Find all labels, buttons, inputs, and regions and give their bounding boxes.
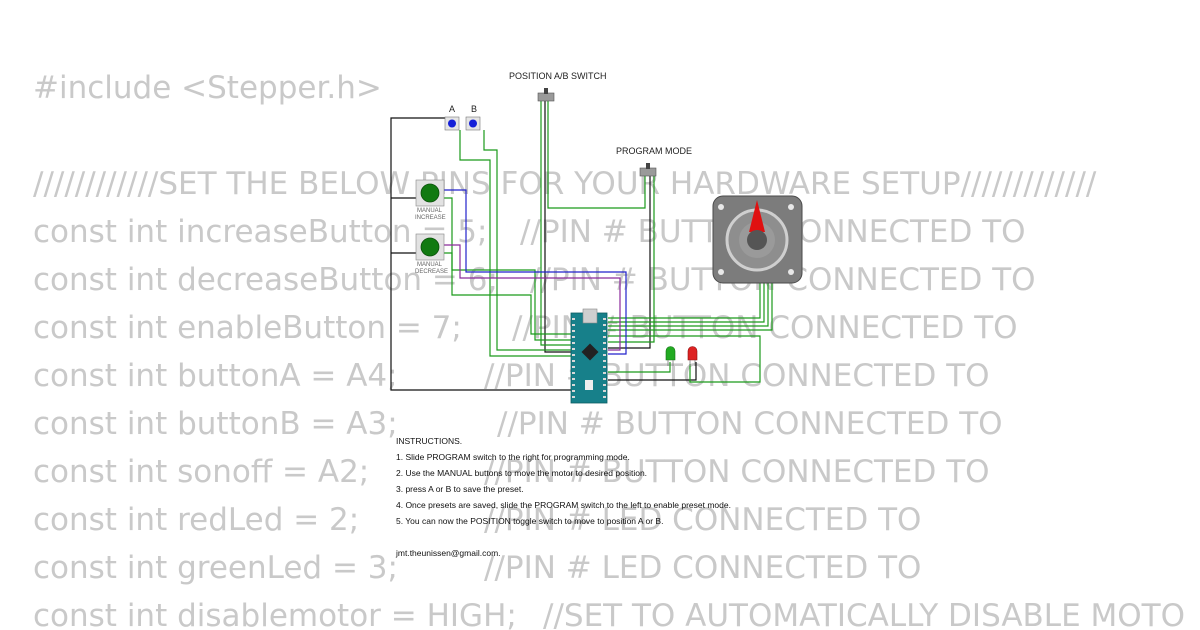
green-wire (608, 282, 765, 323)
code-line-decl: const int buttonA = A4; (33, 358, 398, 394)
code-line-decl: const int buttonB = A3; (33, 406, 398, 442)
green-led (665, 346, 676, 366)
code-line-decl: const int redLed = 2; (33, 502, 360, 538)
code-line-comment: //PIN # BUTTON CONNECTED TO (512, 310, 1018, 346)
green-wire (483, 130, 580, 351)
code-line-decl: const int greenLed = 3; (33, 550, 398, 586)
green-wire (540, 100, 580, 346)
manual-increase-label-2: INCREASE (415, 215, 446, 221)
green-wire (608, 282, 773, 331)
instruction-step: 4. Once presets are saved, slide the PRO… (396, 500, 731, 510)
program-mode-switch[interactable] (639, 163, 657, 177)
code-include-line: #include <Stepper.h> (33, 70, 382, 106)
button-a-label: A (449, 104, 455, 114)
black-wire (544, 100, 580, 353)
arduino-nano-board (570, 308, 608, 404)
manual-decrease-label-2: DECREASE (415, 269, 448, 275)
blue-wire (444, 189, 627, 355)
green-wire (459, 130, 580, 357)
contact-email: jmt.theunissen@gmail.com. (396, 548, 501, 558)
instructions-block: INSTRUCTIONS. 1. Slide PROGRAM switch to… (396, 436, 731, 558)
instruction-step: 2. Use the MANUAL buttons to move the mo… (396, 468, 648, 478)
code-line-comment: //PIN # LED CONNECTED TO (484, 502, 922, 538)
program-mode-label: PROGRAM MODE (616, 146, 692, 156)
wires (390, 100, 773, 391)
code-line-decl: const int enableButton = 7; (33, 310, 462, 346)
position-switch[interactable] (537, 88, 555, 102)
instruction-step: 5. You can now the POSITION toggle switc… (396, 516, 664, 526)
stepper-motor (712, 195, 803, 284)
code-line-comment: //PIN # BUTTON CONNECTED TO (484, 454, 990, 490)
red-led (687, 346, 698, 366)
manual-increase-button[interactable] (415, 179, 445, 207)
green-wire (608, 282, 769, 327)
black-wire-ground-rail (390, 117, 585, 391)
code-line-comment: //SET TO AUTOMATICALLY DISABLE MOTO (543, 598, 1185, 630)
green-wire (444, 197, 580, 341)
button-a[interactable] (444, 116, 460, 131)
code-line-decl: const int decreaseButton = 6; (33, 262, 498, 298)
code-banner-line: ////////////SET THE BELOW PINS FOR YOUR … (33, 166, 1097, 202)
instruction-step: 1. Slide PROGRAM switch to the right for… (396, 452, 630, 462)
code-line-comment: //PIN # BUTTON CONNECTED TO (497, 406, 1003, 442)
manual-decrease-button[interactable] (415, 233, 445, 261)
green-wire (608, 362, 671, 373)
code-line-decl: const int sonoff = A2; (33, 454, 370, 490)
green-wire (608, 335, 761, 383)
motor-pointer (749, 200, 765, 232)
manual-increase-label: MANUAL (417, 208, 443, 214)
purple-wire (444, 244, 621, 351)
button-b[interactable] (465, 116, 481, 131)
instruction-step: 3. press A or B to save the preset. (396, 484, 524, 494)
code-line-decl: const int disablemotor = HIGH; (33, 598, 517, 630)
manual-decrease-label: MANUAL (417, 262, 443, 268)
code-background: #include <Stepper.h> ////////////SET THE… (33, 0, 1200, 630)
green-wire (608, 175, 655, 343)
instructions-title: INSTRUCTIONS. (396, 436, 463, 446)
position-switch-label: POSITION A/B SWITCH (509, 71, 607, 81)
green-wire (444, 252, 580, 335)
code-line-comment: //PIN # LED CONNECTED TO (484, 550, 922, 586)
black-wire (608, 362, 697, 381)
black-wire (608, 175, 651, 349)
green-wire (608, 282, 761, 319)
green-wire (547, 100, 646, 209)
button-b-label: B (471, 104, 477, 114)
